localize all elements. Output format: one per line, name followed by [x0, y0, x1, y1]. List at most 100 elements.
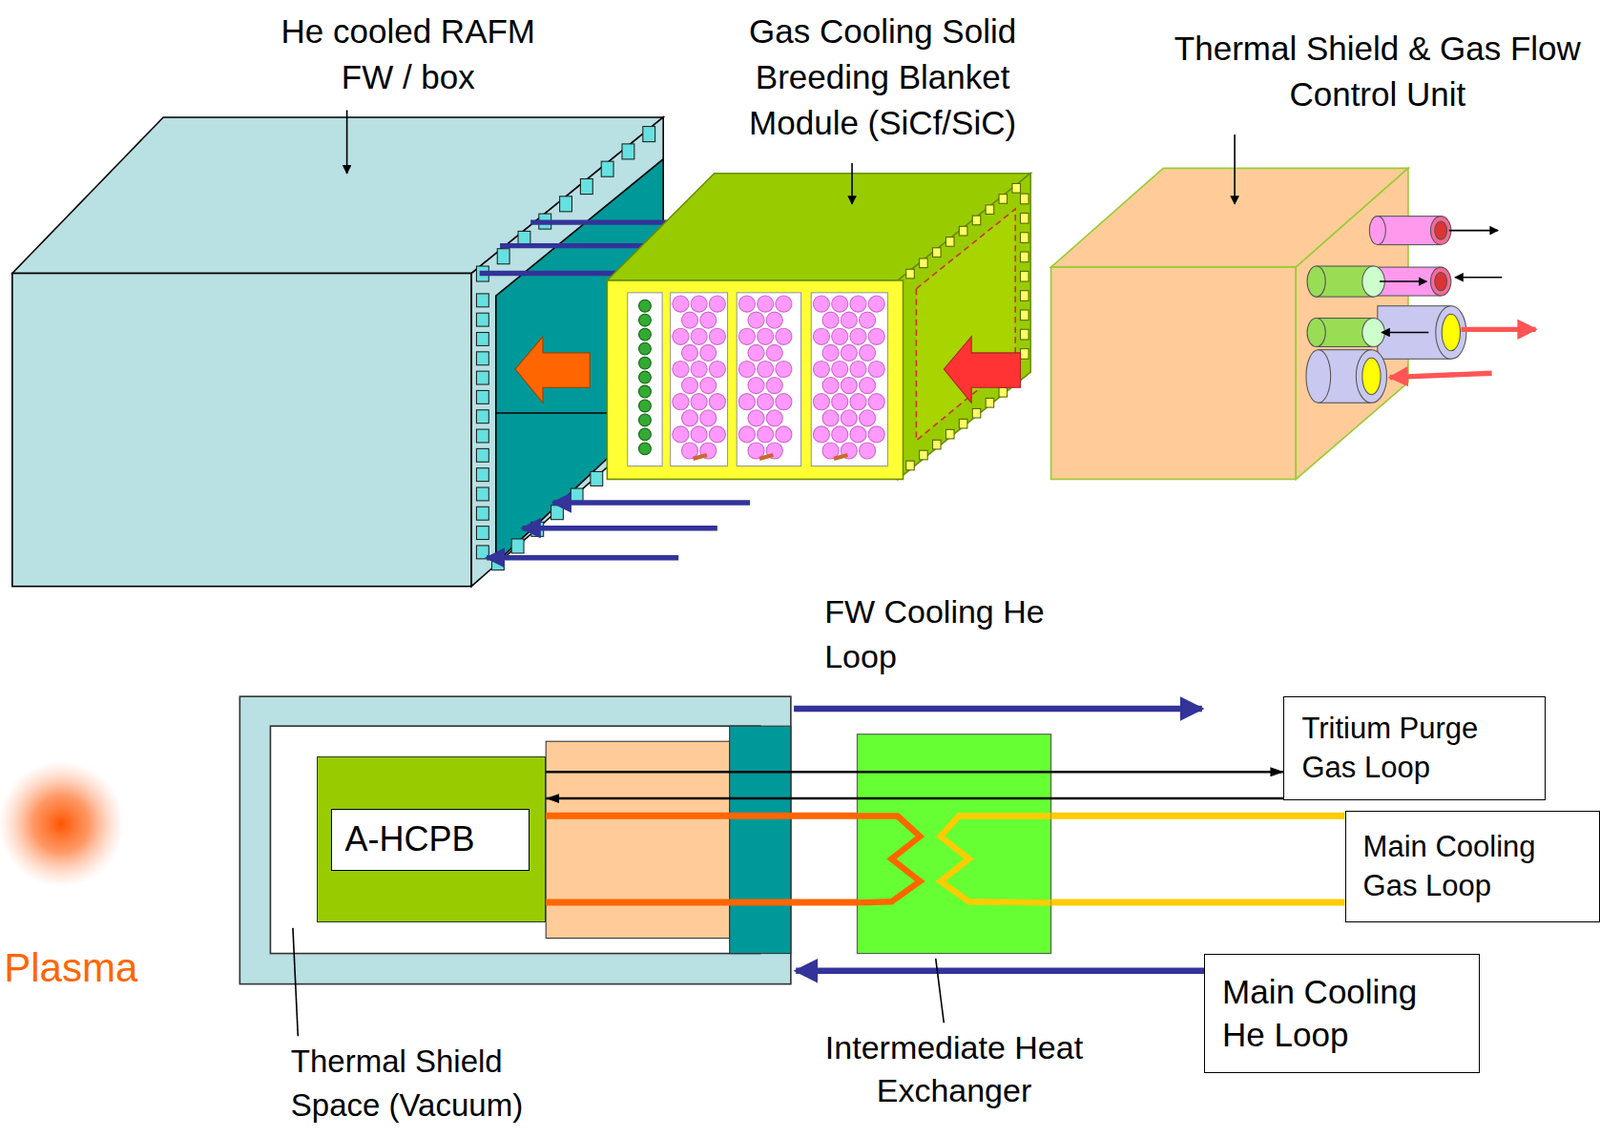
pebble-bed	[690, 426, 707, 443]
pebble-bed	[850, 394, 867, 411]
cooling-channel	[622, 144, 635, 160]
flow-arrow	[793, 706, 1203, 712]
flow-arrow	[795, 968, 1205, 975]
pebble-bed	[738, 328, 755, 345]
pebble-bed	[775, 328, 792, 345]
cooling-channel	[919, 450, 929, 460]
pebble-bed	[672, 360, 689, 377]
cooling-channel	[476, 390, 489, 404]
blanket-assembly	[729, 726, 791, 954]
pipe	[1355, 350, 1387, 404]
cooling-channel	[985, 205, 995, 215]
pebble-bed	[672, 426, 689, 443]
plasma-label: Plasma	[3, 940, 208, 997]
cooling-channel	[643, 126, 656, 143]
blanket-assembly	[239, 696, 791, 984]
blanket-module	[627, 292, 663, 467]
module-box: A-HCPB	[316, 756, 547, 923]
pebble-bed	[775, 426, 792, 443]
cooling-channel	[476, 352, 489, 366]
cooling-channel	[906, 460, 915, 471]
pipe-connector	[545, 812, 857, 820]
pebble-bed	[708, 328, 726, 345]
loop-label: Main Cooling Gas Loop	[1363, 828, 1582, 906]
pebble-bed	[757, 394, 774, 411]
blanket-module	[606, 280, 903, 479]
cooling-channel	[476, 448, 489, 462]
pebble-bed	[738, 295, 755, 312]
cooling-channel	[1020, 251, 1030, 263]
pebble-bed	[840, 344, 857, 361]
cooling-channel	[476, 332, 489, 347]
pebble-bed	[639, 356, 652, 370]
blanket-module	[915, 208, 1016, 441]
pipe	[1434, 221, 1448, 240]
pebble-bed	[757, 328, 774, 345]
blanket-module	[736, 292, 801, 467]
pebble-bed	[692, 453, 708, 461]
pebble-bed	[859, 442, 876, 459]
pebble-bed	[690, 328, 707, 345]
pebble-bed	[840, 311, 857, 329]
cooling-channel	[1020, 193, 1030, 205]
pebble-bed	[812, 360, 830, 377]
pebble-bed	[700, 311, 717, 329]
flow-arrow	[1390, 373, 1493, 377]
pipe	[1430, 267, 1451, 296]
blanket-module	[943, 336, 1020, 403]
pebble-bed	[639, 371, 652, 384]
heat-exchanger	[856, 734, 1051, 955]
pebble-bed	[639, 385, 652, 398]
space-label: Thermal Shield Space (Vacuum)	[290, 1039, 587, 1127]
cooling-channel	[958, 418, 968, 429]
pebble-bed	[757, 360, 774, 377]
cooling-channel	[972, 408, 981, 418]
leader-arrow	[851, 163, 853, 205]
part-label: He cooled RAFM FW / box	[254, 8, 562, 102]
heat-exchanger-label: Intermediate Heat Exchanger	[772, 1026, 1136, 1115]
pebble-bed	[708, 360, 726, 377]
pebble-bed	[812, 426, 830, 443]
pipe	[1369, 216, 1386, 246]
cooling-channel	[476, 526, 489, 541]
pipe	[1307, 266, 1326, 297]
pebble-bed	[738, 394, 755, 411]
pebble-bed	[831, 426, 849, 443]
pebble-bed	[672, 394, 689, 411]
coil	[940, 815, 1052, 903]
flow-arrow	[486, 555, 679, 561]
pebble-bed	[639, 313, 652, 327]
pebble-bed	[690, 394, 707, 411]
pebble-bed	[831, 295, 849, 312]
pebble-bed	[748, 311, 765, 329]
cooling-channel	[476, 487, 489, 501]
leader-arrow	[1233, 134, 1236, 205]
cooling-channel	[497, 249, 510, 265]
cooling-channel	[601, 161, 614, 177]
pebble-bed	[766, 311, 783, 329]
pebble-bed	[868, 360, 885, 377]
cooling-channel	[511, 539, 524, 554]
cooling-channel	[985, 397, 995, 408]
pebble-bed	[850, 426, 867, 443]
loop-label: Tritium Purge Gas Loop	[1301, 709, 1528, 788]
pipe	[1434, 271, 1448, 291]
flow-arrow	[1454, 276, 1502, 279]
cooling-channel	[1020, 349, 1030, 360]
pipe-connector	[545, 899, 857, 907]
blanket-module	[670, 292, 728, 467]
pebble-bed	[822, 344, 839, 361]
pebble-bed	[812, 394, 830, 411]
flow-arrow	[522, 525, 718, 531]
pebble-bed	[708, 426, 726, 443]
cooling-channel	[958, 226, 968, 236]
cooling-channel	[476, 371, 489, 385]
flow-arrow	[486, 502, 750, 559]
loop-box: Main Cooling Gas Loop	[1345, 810, 1600, 924]
pebble-bed	[748, 344, 765, 361]
pebble-bed	[639, 328, 652, 341]
cooling-channel	[1020, 232, 1030, 244]
pebble-bed	[775, 295, 792, 312]
pebble-bed	[700, 410, 717, 427]
blanket-assembly	[270, 726, 760, 954]
